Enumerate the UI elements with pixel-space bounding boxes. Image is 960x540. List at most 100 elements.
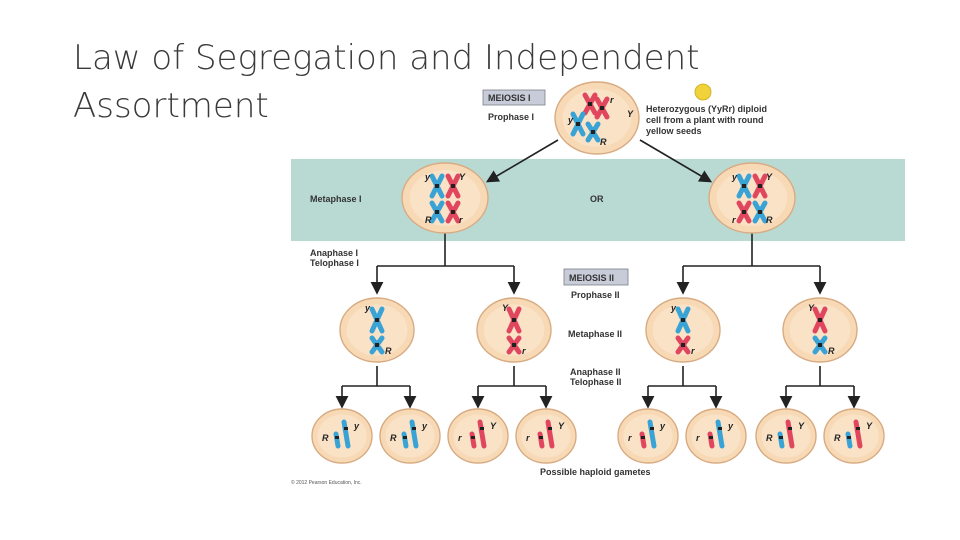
chromatid (537, 431, 545, 449)
gamete-cell-1: Ry (311, 408, 373, 464)
cell-interior (483, 304, 545, 356)
cell-interior (623, 414, 673, 458)
gamete-cell-4: rY (515, 408, 577, 464)
allele-label-Y: Y (627, 109, 634, 119)
allele-label-y: y (424, 172, 431, 182)
cell-note-line-3: yellow seeds (646, 126, 702, 136)
centromere (375, 318, 379, 322)
gamete-cell-5: ry (617, 408, 679, 464)
chromatid (853, 419, 863, 449)
cell-interior (521, 414, 571, 458)
yellow-seed-icon (694, 83, 712, 101)
cell-interior (346, 304, 408, 356)
centromere (758, 210, 762, 214)
allele-label-R: R (766, 433, 773, 443)
allele-label-R: R (390, 433, 397, 443)
allele-label-r: r (522, 346, 526, 356)
chromatid (785, 419, 795, 449)
chromosome (506, 306, 522, 334)
chromosome (469, 431, 477, 449)
allele-band (471, 436, 475, 439)
metaphase-2-cell-1: yR (339, 297, 415, 363)
allele-label-y: y (567, 115, 574, 125)
allele-label-y: y (731, 172, 738, 182)
prophase-1-label: Prophase I (488, 112, 534, 122)
allele-label-r: r (610, 95, 614, 105)
chromosome (752, 173, 768, 199)
chromosome (736, 173, 752, 199)
chromosome (647, 419, 657, 449)
centromere (681, 318, 685, 322)
chromosome (777, 431, 785, 449)
cell-interior (453, 414, 503, 458)
chromatid (401, 431, 409, 449)
chromosome (409, 419, 419, 449)
allele-label-y: y (659, 421, 666, 431)
allele-label-y: y (727, 421, 734, 431)
allele-label-r: r (696, 433, 700, 443)
centromere (600, 106, 604, 110)
cell-interior (761, 414, 811, 458)
metaphase-1-label: Metaphase I (310, 194, 362, 204)
centromere (451, 184, 455, 188)
chromosome (845, 431, 853, 449)
centromere (512, 343, 516, 347)
allele-label-r: r (458, 433, 462, 443)
or-label: OR (590, 194, 604, 204)
telophase-1-label: Telophase I (310, 258, 359, 268)
allele-label-R: R (828, 346, 835, 356)
chromatid (707, 431, 715, 449)
chromosome (594, 96, 610, 120)
cell-interior (716, 170, 788, 226)
chromosome (429, 173, 445, 199)
gamete-cell-6: ry (685, 408, 747, 464)
metaphase-2-cell-2: Yr (476, 297, 552, 363)
chromosome (445, 173, 461, 199)
chromosome (582, 92, 598, 116)
chromosome (341, 419, 351, 449)
chromosome (506, 335, 522, 355)
chromosome (570, 111, 586, 137)
metaphase-band (291, 159, 905, 241)
allele-label-R: R (322, 433, 329, 443)
anaphase-1-label: Anaphase I (310, 248, 358, 258)
allele-label-y: y (670, 303, 677, 313)
allele-band (548, 427, 552, 430)
anaphase-2-label: Anaphase II (570, 367, 621, 377)
chromosome (785, 419, 795, 449)
allele-band (539, 436, 543, 439)
cell-interior (789, 304, 851, 356)
gamete-cell-3: rY (447, 408, 509, 464)
chromosome (429, 200, 445, 224)
chromosome (736, 200, 752, 224)
allele-label-r: r (526, 433, 530, 443)
allele-label-R: R (425, 215, 432, 225)
chromatid (469, 431, 477, 449)
allele-label-r: r (459, 215, 463, 225)
centromere (435, 210, 439, 214)
allele-label-Y: Y (558, 421, 565, 431)
telophase-2-label: Telophase II (570, 377, 621, 387)
gamete-cell-8: RY (823, 408, 885, 464)
meiosis-2-tag: MEIOSIS II (569, 273, 614, 283)
chromosome (369, 335, 385, 355)
chromosome (545, 419, 555, 449)
chromatid (715, 419, 725, 449)
centromere (512, 318, 516, 322)
allele-label-r: r (691, 346, 695, 356)
chromosome (812, 306, 828, 334)
cell-interior (652, 304, 714, 356)
chromatid (545, 419, 555, 449)
allele-label-y: y (364, 303, 371, 313)
chromosome (445, 200, 461, 224)
centromere (742, 210, 746, 214)
allele-label-R: R (600, 137, 607, 147)
allele-label-Y: Y (502, 303, 509, 313)
meiosis-1-tag: MEIOSIS I (488, 93, 531, 103)
metaphase-2-cell-3: yr (645, 297, 721, 363)
cell-interior (691, 414, 741, 458)
